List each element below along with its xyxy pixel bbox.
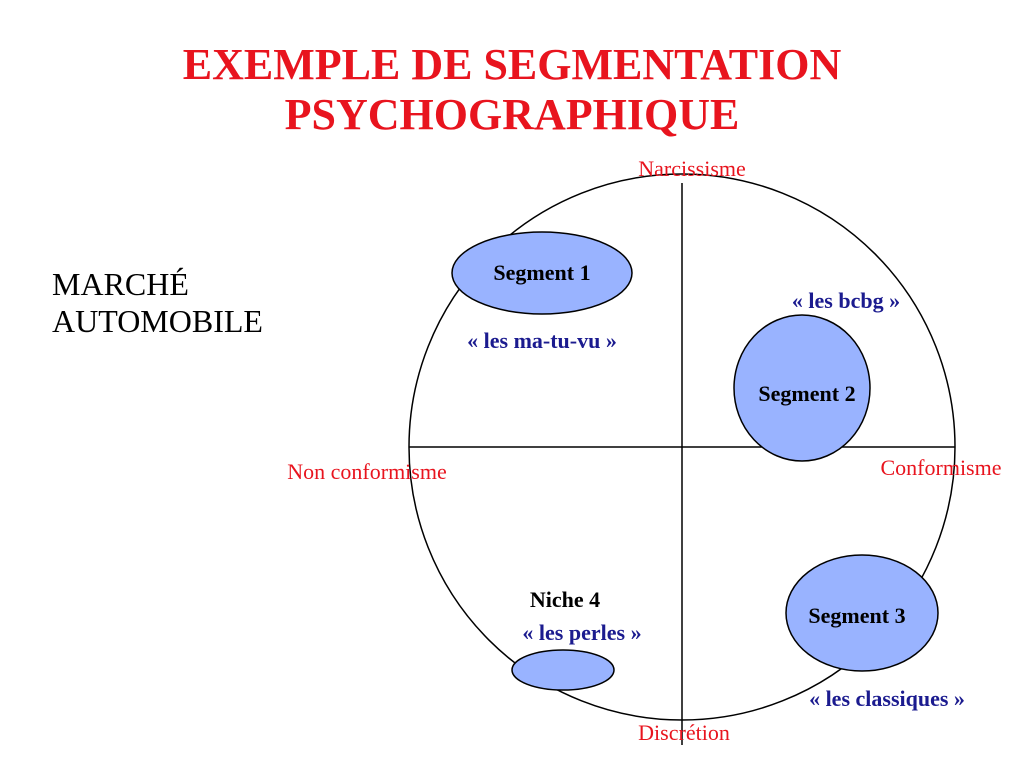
segment-2-nickname: « les bcbg » [792,288,900,313]
title-line-2: PSYCHOGRAPHIQUE [284,90,740,139]
niche-4-label: Niche 4 [530,587,600,612]
segment-3-label: Segment 3 [808,603,905,628]
segment-3-nickname: « les classiques » [809,686,965,711]
segment-1-nickname: « les ma-tu-vu » [467,328,617,353]
title-line-1: EXEMPLE DE SEGMENTATION [182,40,842,89]
market-label-line-2: AUTOMOBILE [52,303,263,339]
page-title: EXEMPLE DE SEGMENTATION PSYCHOGRAPHIQUE [0,40,1024,140]
axis-label-left: Non conformisme [287,459,446,484]
market-label: MARCHÉ AUTOMOBILE [52,266,263,340]
segment-2-ellipse [733,314,871,462]
segment-1-label: Segment 1 [493,260,590,285]
segment-1-ellipse [451,231,633,315]
market-label-line-1: MARCHÉ [52,266,189,302]
segment-3-ellipse [785,554,939,672]
segment-2-label: Segment 2 [758,381,855,406]
niche-4-ellipse [511,649,615,691]
niche-4-nickname: « les perles » [522,620,641,645]
axis-label-top: Narcissisme [638,156,746,181]
axis-label-right: Conformisme [881,455,1002,480]
axis-label-bottom: Discrétion [638,720,730,745]
